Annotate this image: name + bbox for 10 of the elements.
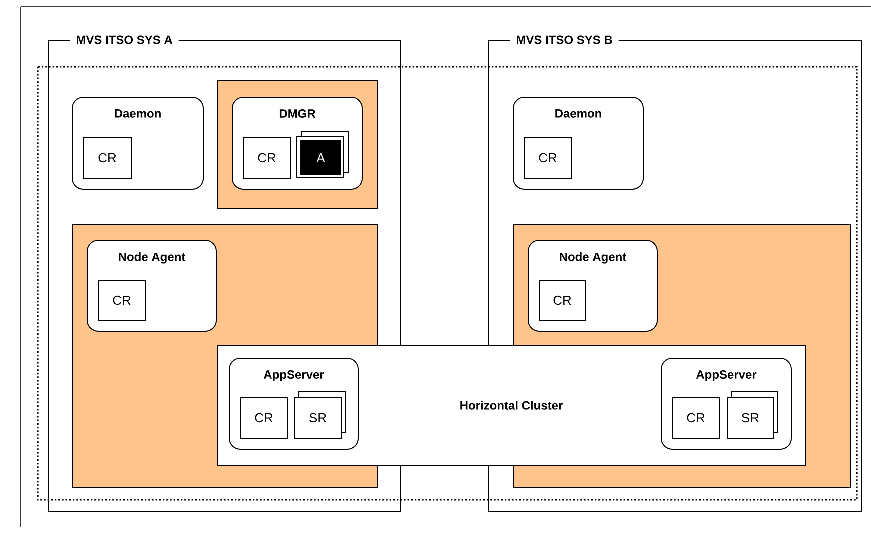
region-box: CR (672, 397, 720, 439)
region-box: A (296, 132, 350, 178)
region-box: CR (524, 137, 572, 179)
region-box: CR (98, 280, 146, 321)
region-box: SR (727, 392, 778, 439)
region-box: SR (294, 392, 346, 439)
region-box: CR (240, 397, 288, 439)
region-box: CR (243, 137, 291, 179)
region-box: CR (539, 280, 586, 321)
region-box: CR (83, 137, 132, 179)
